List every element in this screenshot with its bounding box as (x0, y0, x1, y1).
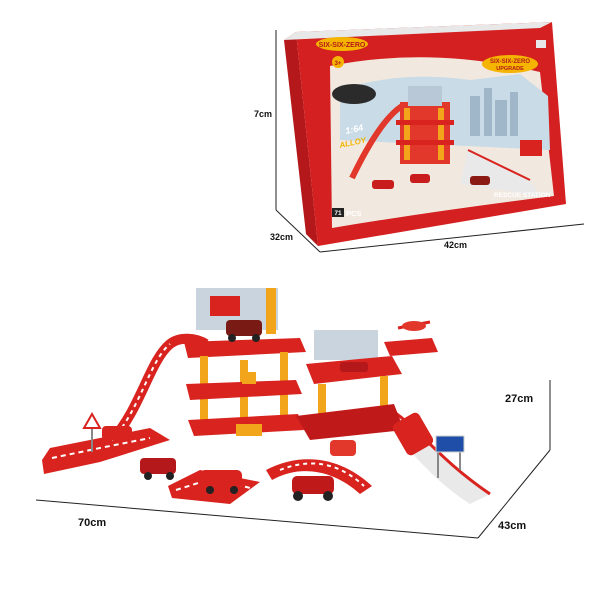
toy-box: SIX-SIX-ZERO SIX-SIX-ZERO UPGRADE 3+ 1:6… (284, 22, 566, 246)
small-fire-truck (330, 440, 356, 456)
ambulance (392, 412, 434, 456)
product-name-text: RESCUE STATION (494, 192, 551, 199)
box-width-label: 42cm (444, 240, 468, 250)
box-brand-badge (316, 37, 368, 51)
box-dimension-lines (275, 30, 585, 253)
box-brand-text: SIX-SIX-ZERO (319, 42, 366, 49)
roof-jeep (226, 320, 262, 336)
box-brand-text-2: SIX-SIX-ZERO (490, 59, 530, 65)
playset-depth-label: 43cm (498, 520, 527, 532)
left-tower (184, 288, 306, 436)
left-road (42, 428, 170, 474)
age-text: 3+ (335, 61, 342, 67)
age-badge (332, 56, 344, 68)
box-upgrade-text: UPGRADE (496, 66, 524, 72)
ramp-car (102, 426, 132, 440)
playset (42, 288, 491, 504)
direction-sign (435, 435, 465, 478)
box-side-face (284, 32, 318, 246)
right-platform (296, 320, 438, 440)
vehicles (102, 320, 434, 501)
helicopter (402, 321, 426, 331)
pcs-badge (332, 208, 344, 217)
playset-dimension-lines (35, 380, 551, 539)
pcs-number: 71 (334, 210, 342, 217)
box-depth-label: 32cm (270, 232, 294, 242)
rescue-car (200, 470, 242, 488)
playset-height-label: 27cm (505, 393, 534, 405)
box-logo-swirl (332, 84, 376, 104)
helipad (384, 338, 438, 356)
warning-sign (82, 411, 102, 452)
rescue-jeep (292, 476, 334, 494)
box-height-label: 7cm (254, 109, 273, 119)
pcs-label: PCS (346, 209, 361, 218)
fire-truck-left (140, 458, 176, 474)
scale-text: 1:64 (344, 122, 364, 136)
curved-road (266, 459, 372, 494)
playset-width-label: 70cm (78, 517, 107, 529)
